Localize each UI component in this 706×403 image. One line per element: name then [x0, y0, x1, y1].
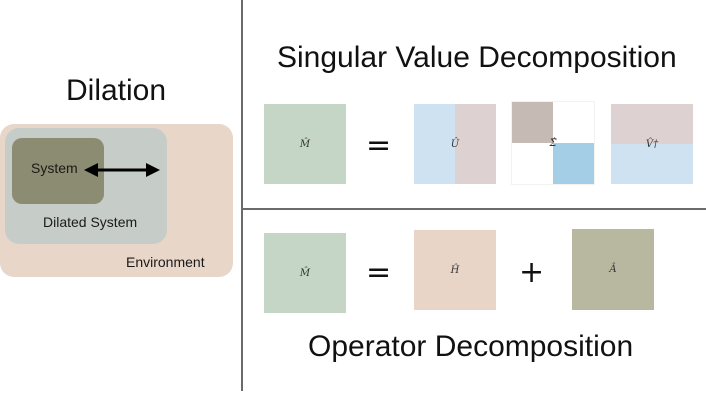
matrix-u-right-half	[455, 104, 496, 184]
matrix-m-symbol: M̂	[299, 138, 311, 150]
operator-equals-sign: =	[366, 255, 392, 290]
double-arrow-icon	[84, 163, 160, 177]
dilated-system-label: Dilated System	[43, 214, 138, 230]
matrix-a-symbol: Â	[609, 264, 617, 275]
sigma-top-left-block	[512, 102, 553, 143]
equals-sign: =	[366, 128, 392, 163]
matrix-v-top-half	[611, 104, 693, 144]
matrix-v-symbol: V̂†	[645, 138, 659, 150]
matrix-v-block: V̂†	[611, 104, 693, 184]
matrix-a-block: Â	[572, 229, 654, 310]
operator-m-block: M̂	[264, 233, 346, 313]
dilation-title: Dilation	[66, 74, 167, 107]
matrix-sigma-symbol: Σ̂	[549, 137, 557, 149]
system-label: System	[31, 160, 78, 176]
plus-sign: +	[519, 255, 545, 290]
svd-title: Singular Value Decomposition	[277, 41, 677, 74]
horizontal-divider	[243, 208, 706, 210]
operator-decomposition-title: Operator Decomposition	[308, 330, 634, 363]
matrix-v-bottom-half	[611, 144, 693, 184]
matrix-u-symbol: Û	[450, 138, 460, 150]
matrix-h-block: Ĥ	[414, 230, 496, 310]
sigma-bottom-right-block	[553, 143, 594, 184]
matrix-sigma-block: Σ̂	[511, 101, 595, 185]
matrix-m-block: M̂	[264, 104, 346, 184]
matrix-h-symbol: Ĥ	[450, 264, 460, 276]
vertical-divider	[241, 0, 243, 391]
environment-label: Environment	[126, 254, 205, 270]
operator-m-symbol: M̂	[299, 267, 311, 279]
matrix-u-left-half	[414, 104, 455, 184]
matrix-u-block: Û	[414, 104, 496, 184]
